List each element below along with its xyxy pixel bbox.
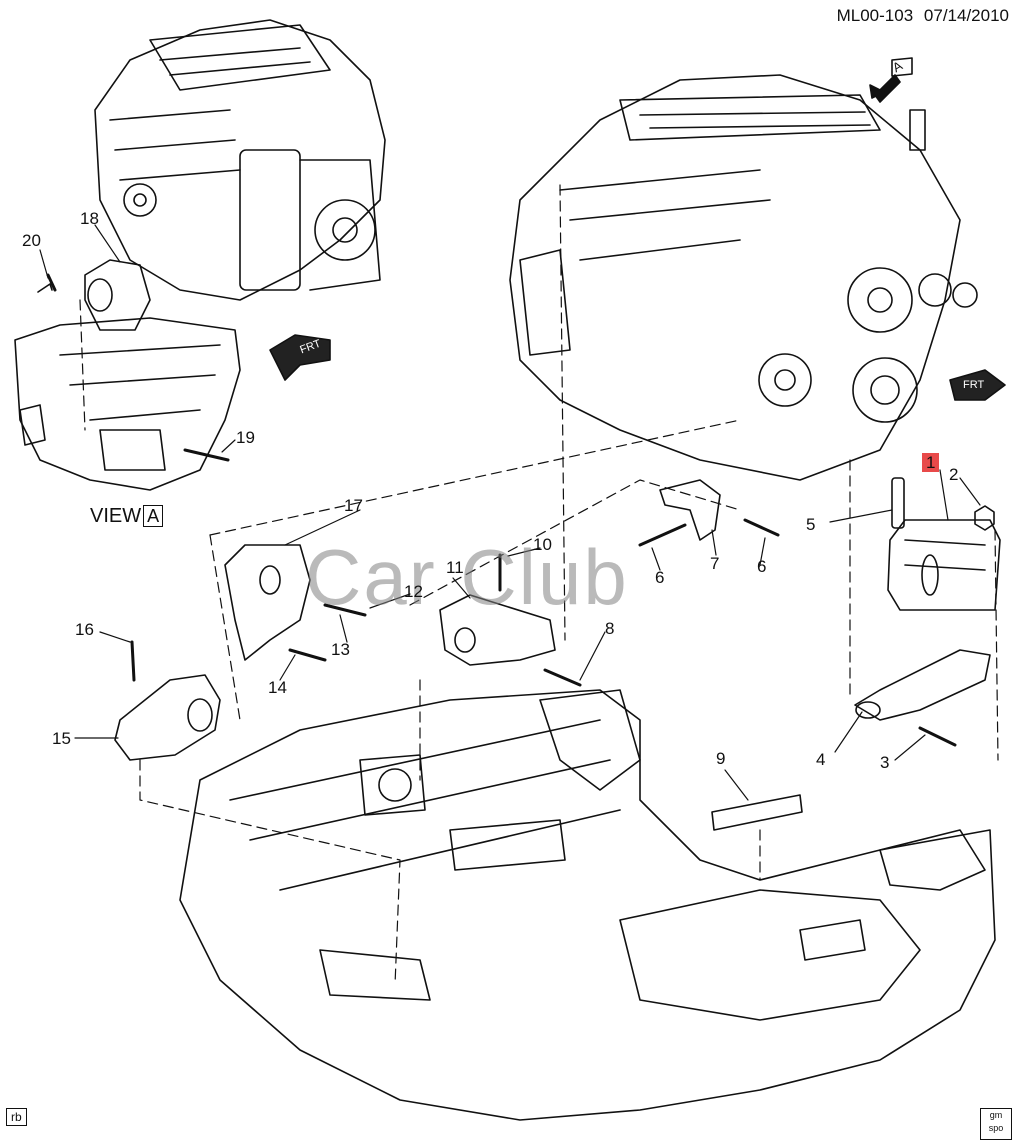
- callout-18[interactable]: 18: [80, 209, 99, 228]
- callout-19[interactable]: 19: [236, 428, 255, 447]
- view-prefix: VIEW: [90, 505, 142, 527]
- watermark: Car Club: [305, 533, 629, 621]
- pad-9: [711, 794, 803, 831]
- bracket-4-bolt-3: [854, 649, 991, 747]
- gm-badge-bottom: spo: [988, 1123, 1004, 1133]
- callout-4[interactable]: 4: [816, 750, 826, 769]
- engine-view-a: [94, 19, 386, 301]
- callout-16[interactable]: 16: [75, 620, 94, 639]
- frt-arrow-left: [269, 334, 331, 381]
- guide-lines: [79, 184, 999, 986]
- bracket-17-bolts-12-13-14: [224, 544, 367, 662]
- callout-1[interactable]: 1: [922, 453, 940, 472]
- mount-18-bolt-20: [37, 259, 151, 331]
- view-letter: A: [143, 505, 164, 527]
- frt-label-right: FRT: [963, 379, 985, 391]
- gm-badge-top: gm: [989, 1110, 1003, 1120]
- callout-14[interactable]: 14: [268, 678, 287, 697]
- callout-8[interactable]: 8: [605, 619, 615, 638]
- callout-9[interactable]: 9: [716, 749, 726, 768]
- mount-15-bolt-16: [114, 640, 221, 761]
- bracket-7-bolts-6: [638, 479, 780, 547]
- callout-13[interactable]: 13: [331, 640, 350, 659]
- callout-6a[interactable]: 6: [655, 568, 665, 587]
- callout-5[interactable]: 5: [806, 515, 816, 534]
- diagram-code-header: ML00-103 07/14/2010: [837, 6, 1009, 26]
- diagram-date: 07/14/2010: [923, 6, 1009, 25]
- corner-label: rb: [6, 1108, 27, 1126]
- callout-11[interactable]: 11: [446, 558, 464, 577]
- gm-badge: gm spo: [980, 1108, 1012, 1140]
- callout-7[interactable]: 7: [710, 554, 720, 573]
- callout-6b[interactable]: 6: [757, 557, 767, 576]
- callout-2[interactable]: 2: [949, 465, 959, 484]
- diagram-code: ML00-103: [836, 6, 914, 25]
- mount-1-assembly: [887, 477, 1001, 611]
- main-engine-assembly: [509, 74, 978, 481]
- callout-10[interactable]: 10: [533, 535, 552, 554]
- callout-12[interactable]: 12: [404, 582, 423, 601]
- subframe: [179, 689, 996, 1121]
- callout-3[interactable]: 3: [880, 753, 890, 772]
- bracket-11-bolts-10-8: [439, 553, 582, 687]
- callout-15[interactable]: 15: [52, 729, 71, 748]
- leader-lines: [39, 224, 981, 801]
- view-arrow-a: [869, 57, 913, 103]
- frt-arrow-right: [949, 369, 1006, 401]
- callout-20[interactable]: 20: [22, 231, 41, 250]
- callout-17[interactable]: 17: [344, 496, 363, 515]
- frame-view-a: [14, 317, 241, 491]
